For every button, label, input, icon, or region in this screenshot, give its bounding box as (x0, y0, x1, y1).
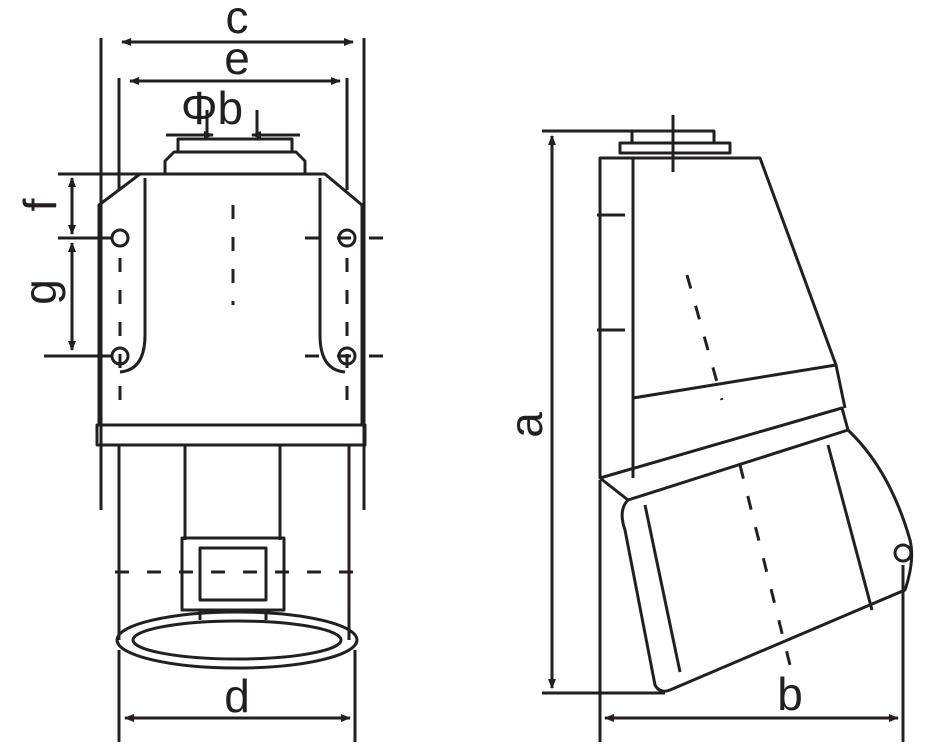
side-divider (632, 363, 837, 400)
center-line (738, 464, 792, 666)
connector-inner (198, 546, 268, 602)
label-a: a (500, 412, 552, 438)
lid-hinge-hole (893, 543, 913, 563)
lid-inner (131, 619, 343, 661)
mounting-hole (110, 228, 130, 248)
label-b: b (777, 668, 803, 720)
left-mounting-plate (119, 178, 147, 374)
label-f: f (14, 198, 66, 211)
side-cable-gland-base (618, 141, 732, 155)
center-line (685, 274, 724, 401)
socket-edge (826, 444, 874, 611)
label-e: e (224, 32, 250, 84)
right-mounting-plate (318, 178, 346, 374)
cable-gland-top (176, 137, 294, 154)
side-view: a b (500, 115, 914, 742)
side-band (598, 406, 850, 502)
lid-outer (115, 610, 359, 670)
cable-gland-base (163, 150, 307, 173)
connector-box (180, 536, 286, 612)
base-band (95, 423, 367, 447)
label-g: g (14, 279, 66, 305)
front-view: c e Φb f g (14, 0, 392, 742)
label-phi-b: Φb (181, 82, 243, 134)
socket-edge (643, 504, 682, 673)
side-socket-body (620, 428, 914, 693)
label-d: d (224, 670, 250, 722)
side-upper-body (598, 156, 847, 478)
label-c: c (226, 0, 249, 43)
housing-body (97, 172, 364, 425)
